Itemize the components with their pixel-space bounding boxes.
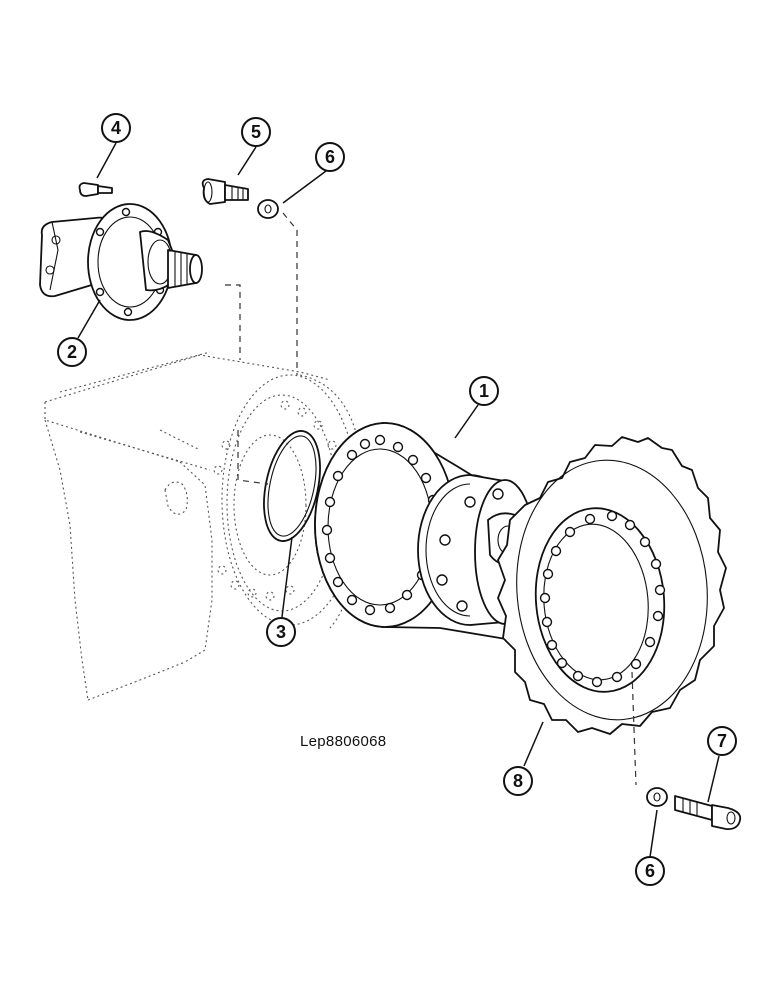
hydraulic-motor <box>39 203 203 321</box>
callout-6-top-label: 6 <box>325 147 335 167</box>
callout-6-bottom: 6 <box>635 856 665 886</box>
washer-item-6-bottom <box>646 787 668 807</box>
drawing-reference-code: Lep8806068 <box>300 733 387 750</box>
callout-6-bottom-label: 6 <box>645 861 655 881</box>
bolt-item-5 <box>201 178 249 205</box>
callout-leaders <box>77 142 720 858</box>
drive-cover-bolts <box>436 488 504 612</box>
assembly-guide-lines <box>225 212 637 786</box>
callout-8-label: 8 <box>513 771 523 791</box>
callout-7-label: 7 <box>717 731 727 751</box>
callout-4: 4 <box>101 113 131 143</box>
callout-7: 7 <box>707 726 737 756</box>
callout-5: 5 <box>241 117 271 147</box>
callout-2: 2 <box>57 337 87 367</box>
callout-8: 8 <box>503 766 533 796</box>
washer-item-6-top <box>257 199 279 219</box>
bolt-item-7 <box>674 795 742 830</box>
callout-3-label: 3 <box>276 622 286 642</box>
callout-6-top: 6 <box>315 142 345 172</box>
callout-2-label: 2 <box>67 342 77 362</box>
callout-1-label: 1 <box>479 381 489 401</box>
callout-5-label: 5 <box>251 122 261 142</box>
callout-4-label: 4 <box>111 118 121 138</box>
callout-3: 3 <box>266 617 296 647</box>
o-ring <box>263 430 321 542</box>
callout-1: 1 <box>469 376 499 406</box>
sprocket-bolt-holes <box>539 510 666 688</box>
bolt-item-4 <box>78 182 113 197</box>
drive-sprocket <box>497 436 727 735</box>
